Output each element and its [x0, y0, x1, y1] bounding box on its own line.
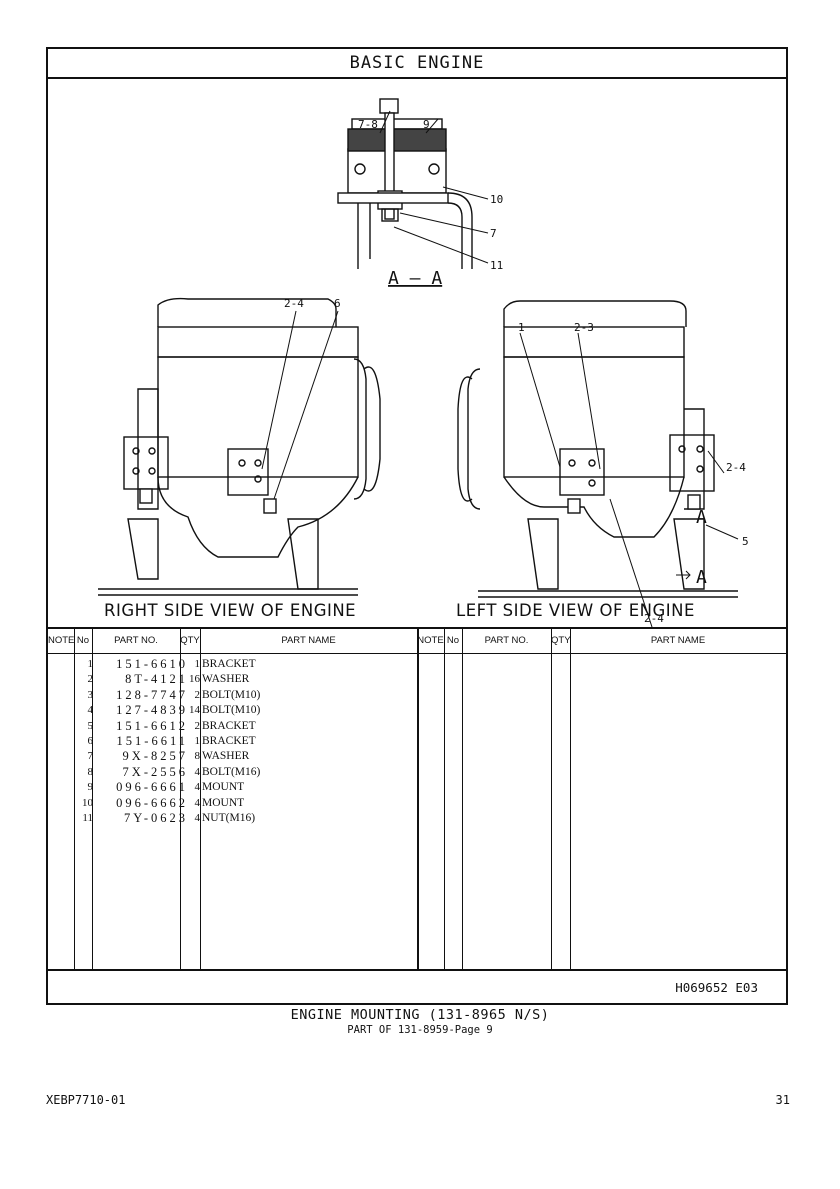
part-number: 9X-8257: [122, 749, 188, 764]
header-qty-2: QTY: [551, 635, 571, 646]
part-number: 7Y-0623: [123, 811, 188, 825]
callout-2-3: 2-3: [574, 321, 594, 334]
header-part-name: PART NAME: [281, 635, 336, 646]
part-name: WASHER: [202, 673, 250, 686]
callout-6: 6: [334, 297, 341, 310]
section-marker-a-top: A: [696, 507, 707, 528]
part-number: 7X-2556: [122, 764, 188, 779]
quantity: 4: [194, 812, 201, 824]
header-no: No: [76, 635, 90, 646]
section-aa-detail: [337, 98, 473, 269]
quantity: 16: [189, 673, 200, 686]
item-number: 6: [87, 735, 94, 747]
drawing-frame: BASIC ENGINE A – A 7-8: [46, 47, 788, 1005]
illustration-code-area: H069652 E03: [48, 969, 786, 1005]
section-marker-a-bottom: A: [696, 567, 707, 588]
part-number: 151-6611: [116, 734, 188, 748]
part-number: 151-6610: [116, 657, 188, 671]
part-name: MOUNT: [202, 781, 245, 794]
part-number: 127-4839: [116, 703, 188, 718]
quantity: 2: [194, 719, 201, 732]
part-number: 096-6662: [116, 795, 188, 810]
left-side-engine-view: [457, 300, 738, 598]
figure-caption: ENGINE MOUNTING (131-8965 N/S): [290, 1007, 550, 1023]
engine-mounting-illustration: A – A 7-8 9 10 7 11: [98, 98, 749, 627]
figure-subcaption: PART OF 131-8959-Page 9: [347, 1024, 493, 1036]
illustration-code: H069652 E03: [675, 980, 758, 995]
quantity: 8: [194, 750, 201, 763]
item-number: 3: [87, 688, 94, 701]
item-number: 9: [87, 781, 94, 794]
quantity: 4: [194, 781, 201, 794]
callout-1: 1: [518, 321, 525, 334]
callout-9: 9: [423, 118, 430, 131]
left-side-view-label: LEFT SIDE VIEW OF ENGINE: [456, 601, 695, 620]
parts-list-table: NOTE No PART NO. QTY PART NAME NOTE No P…: [48, 627, 786, 969]
part-name: MOUNT: [202, 796, 245, 809]
item-number: 2: [87, 673, 94, 686]
callout-7-8: 7-8: [358, 118, 378, 131]
part-name: NUT(M16): [202, 812, 256, 824]
header-part-no: PART NO.: [114, 635, 158, 646]
item-number: 1: [87, 658, 94, 670]
item-number: 4: [87, 704, 94, 717]
item-number: 8: [87, 765, 94, 778]
item-number: 7: [87, 750, 94, 763]
callout-2-4-left-bottom: 2-4: [644, 612, 664, 625]
quantity: 1: [194, 658, 201, 670]
part-name: BOLT(M10): [202, 688, 261, 701]
quantity: 4: [194, 765, 201, 778]
part-name: BOLT(M16): [202, 765, 261, 778]
part-number: 128-7747: [116, 687, 188, 702]
part-name: WASHER: [202, 750, 250, 763]
callout-7: 7: [490, 227, 497, 240]
part-number: 151-6612: [116, 718, 188, 733]
callout-11: 11: [490, 259, 503, 272]
part-name: BOLT(M10): [202, 704, 261, 717]
item-number: 10: [82, 796, 93, 809]
section-title: BASIC ENGINE: [48, 49, 786, 79]
header-part-no-2: PART NO.: [484, 635, 529, 646]
part-number: 8T-4121: [125, 672, 188, 687]
part-name: BRACKET: [202, 735, 256, 747]
header-qty: QTY: [180, 635, 200, 646]
right-side-engine-view: [98, 297, 381, 596]
part-name: BRACKET: [202, 658, 256, 670]
quantity: 4: [194, 796, 201, 809]
callout-2-4-right: 2-4: [284, 297, 304, 310]
item-number: 11: [82, 812, 93, 824]
right-side-view-label: RIGHT SIDE VIEW OF ENGINE: [104, 601, 357, 620]
quantity: 14: [189, 704, 200, 717]
part-number: 096-6661: [116, 780, 188, 795]
header-note-2: NOTE: [417, 635, 444, 646]
section-label: A – A: [388, 268, 442, 289]
header-note: NOTE: [48, 635, 75, 646]
header-no-2: No: [446, 635, 460, 646]
quantity: 1: [194, 735, 201, 747]
callout-10: 10: [490, 193, 503, 206]
document-id: XEBP7710-01: [46, 1093, 126, 1107]
callout-5: 5: [742, 535, 749, 548]
quantity: 2: [194, 688, 201, 701]
page-number: 31: [775, 1093, 790, 1107]
part-name: BRACKET: [202, 719, 256, 732]
item-number: 5: [87, 719, 94, 732]
header-part-name-2: PART NAME: [650, 635, 706, 646]
callout-2-4-left-top: 2-4: [726, 461, 746, 474]
